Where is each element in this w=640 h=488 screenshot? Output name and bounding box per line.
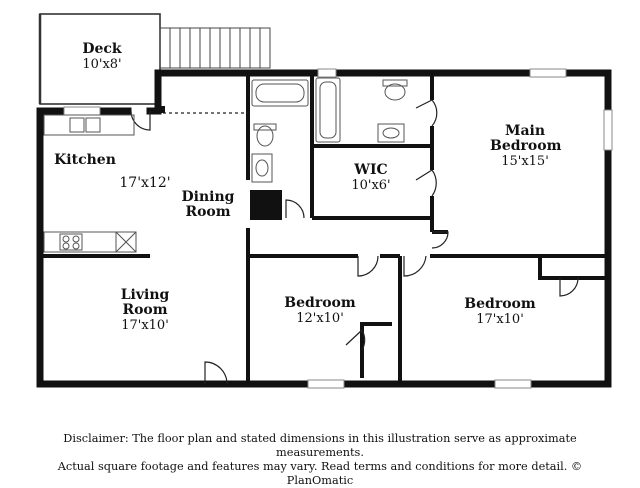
deck-dims: 10'x8'	[82, 57, 122, 72]
kitchen-name: Kitchen	[54, 152, 116, 168]
dining-name: Dining Room	[181, 189, 235, 220]
bedroom-2-dims: 17'x10'	[476, 312, 524, 327]
wic-dims: 10'x6'	[351, 178, 391, 193]
bath-fixtures	[251, 77, 408, 183]
windows	[63, 68, 613, 389]
main-bedroom-dims: 15'x15'	[501, 154, 549, 169]
disclaimer: Disclaimer: The floor plan and stated di…	[40, 432, 600, 488]
living-label: Living Room 17'x10'	[105, 287, 185, 334]
deck-label: Deck 10'x8'	[70, 41, 134, 73]
main-bedroom-name: Main Bedroom	[490, 123, 562, 154]
bedroom-2-name: Bedroom	[464, 296, 536, 312]
bedroom-2-label: Bedroom 17'x10'	[452, 296, 548, 328]
living-dims: 17'x10'	[121, 318, 169, 333]
disclaimer-line-2: Actual square footage and features may v…	[57, 460, 583, 487]
kitchen-fixtures	[43, 114, 137, 253]
kitchen-label: Kitchen	[50, 153, 120, 168]
doors	[130, 99, 579, 385]
exterior-walls	[36, 69, 612, 388]
wic-name: WIC	[354, 162, 388, 178]
bedroom-1-name: Bedroom	[284, 295, 356, 311]
kitchen-dims: 17'x12'	[119, 175, 171, 191]
deck-name: Deck	[82, 41, 122, 57]
wic-label: WIC 10'x6'	[336, 162, 406, 194]
bedroom-1-label: Bedroom 12'x10'	[272, 295, 368, 327]
living-name: Living Room	[120, 287, 170, 318]
floor-plan	[36, 13, 613, 389]
disclaimer-line-1: Disclaimer: The floor plan and stated di…	[63, 432, 577, 459]
main-bedroom-label: Main Bedroom 15'x15'	[485, 123, 565, 170]
kitchen-dims-label: 17'x12'	[110, 176, 180, 191]
dining-label: Dining Room	[180, 190, 236, 220]
utility-closet	[250, 190, 282, 220]
interior-walls	[40, 73, 608, 384]
deck-stairs	[159, 27, 271, 69]
bedroom-1-dims: 12'x10'	[296, 311, 344, 326]
